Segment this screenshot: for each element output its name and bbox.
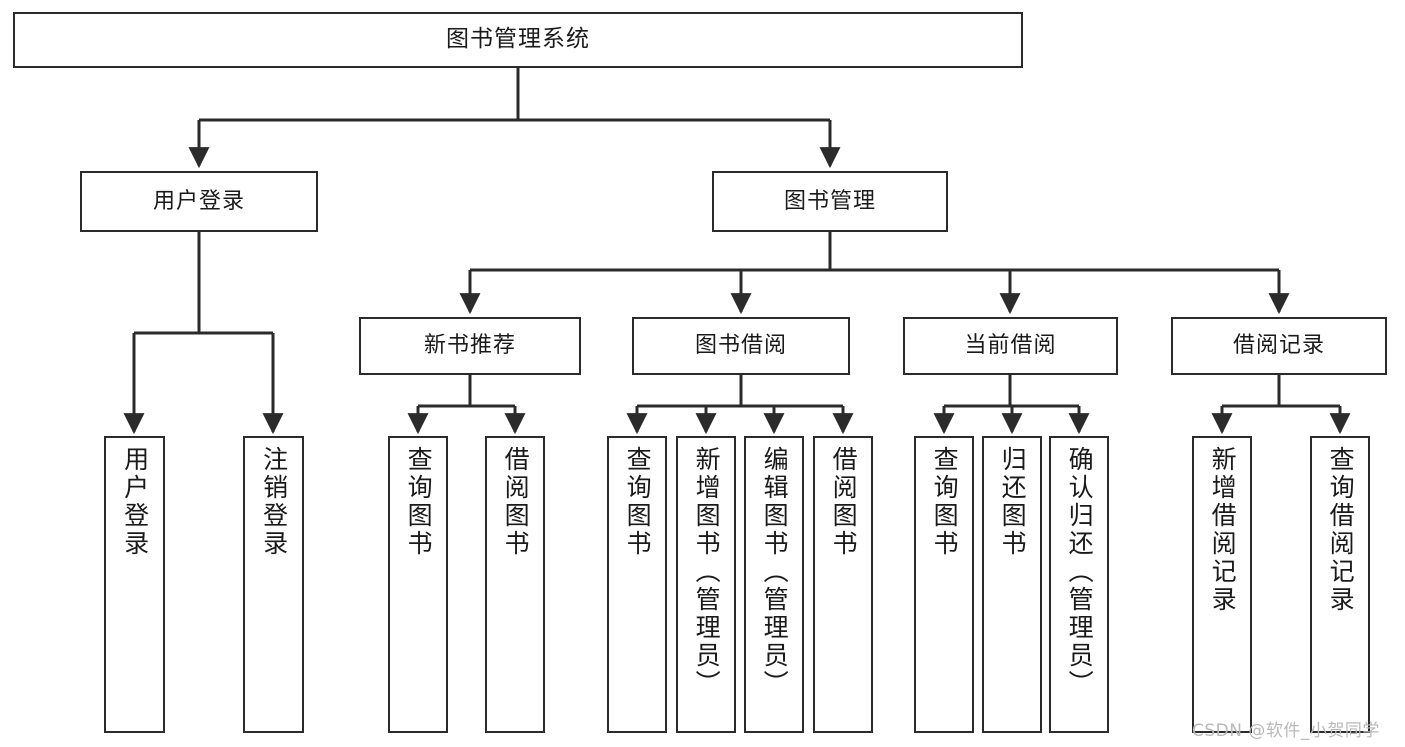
node-label: 借阅图书	[829, 446, 859, 558]
node-label: 图书管理	[783, 188, 876, 214]
node-label: 确认归还（管理员）	[1065, 446, 1095, 698]
leaf-user-login[interactable]: 用户登录	[104, 436, 165, 733]
node-label: 当前借阅	[964, 333, 1057, 359]
leaf-add-borrowing-record[interactable]: 新增借阅记录	[1192, 436, 1252, 733]
node-label: 查询借阅记录	[1326, 446, 1356, 614]
leaf-logout[interactable]: 注销登录	[243, 436, 304, 733]
node-label: 借阅记录	[1232, 333, 1325, 359]
watermark-text: CSDN @软件_小贺同学	[1192, 721, 1380, 741]
node-label: 借阅图书	[501, 446, 531, 558]
leaf-query-book-borrowing[interactable]: 查询图书	[607, 436, 667, 733]
node-label: 图书管理系统	[446, 26, 590, 53]
node-label: 用户登录	[120, 446, 150, 558]
node-label: 用户登录	[152, 188, 245, 214]
leaf-query-borrowing-record[interactable]: 查询借阅记录	[1310, 436, 1370, 733]
node-label: 新书推荐	[423, 333, 516, 359]
leaf-query-book-new-book[interactable]: 查询图书	[388, 436, 448, 733]
leaf-borrow-book-borrowing[interactable]: 借阅图书	[813, 436, 873, 733]
leaf-borrow-book-new-book[interactable]: 借阅图书	[485, 436, 545, 733]
leaf-edit-book-admin[interactable]: 编辑图书（管理员）	[744, 436, 804, 733]
node-borrowing-records[interactable]: 借阅记录	[1171, 317, 1387, 375]
node-user-login[interactable]: 用户登录	[80, 171, 318, 232]
node-new-book-recommendation[interactable]: 新书推荐	[359, 317, 581, 375]
node-label: 归还图书	[998, 446, 1028, 558]
leaf-return-book[interactable]: 归还图书	[982, 436, 1042, 733]
node-label: 编辑图书（管理员）	[760, 446, 790, 698]
leaf-add-book-admin[interactable]: 新增图书（管理员）	[676, 436, 736, 733]
node-label: 查询图书	[930, 446, 960, 558]
node-label: 注销登录	[259, 446, 289, 558]
node-label: 新增图书（管理员）	[692, 446, 722, 698]
node-label: 图书借阅	[694, 333, 787, 359]
leaf-query-book-current[interactable]: 查询图书	[914, 436, 974, 733]
node-root-book-management-system[interactable]: 图书管理系统	[13, 12, 1023, 68]
node-current-borrowing[interactable]: 当前借阅	[903, 317, 1118, 375]
node-label: 查询图书	[623, 446, 653, 558]
node-label: 新增借阅记录	[1208, 446, 1238, 614]
node-book-management[interactable]: 图书管理	[712, 171, 948, 232]
node-book-borrowing[interactable]: 图书借阅	[632, 317, 850, 375]
leaf-confirm-return-admin[interactable]: 确认归还（管理员）	[1049, 436, 1109, 733]
node-label: 查询图书	[404, 446, 434, 558]
